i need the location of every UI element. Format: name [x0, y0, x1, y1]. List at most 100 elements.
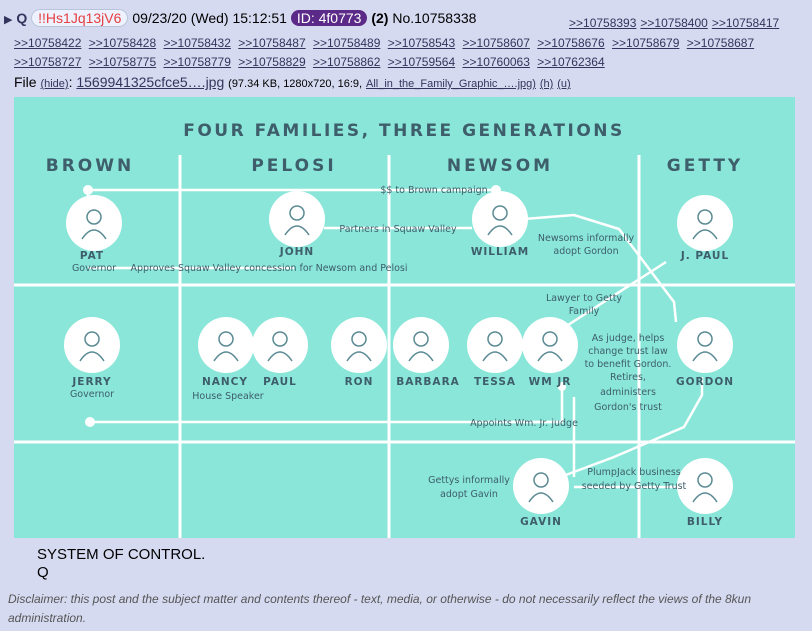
reply-links: >>10758393>>10758400>>10758417 >>1075842… [14, 14, 810, 73]
reply-link[interactable]: >>10758862 [313, 55, 381, 69]
avatar-pat [66, 195, 122, 251]
note-lawyer-1: Lawyer to Getty [546, 293, 622, 304]
family-graphic: FOUR FAMILIES, THREE GENERATIONS BROWN P… [14, 121, 795, 538]
reply-link[interactable]: >>10758422 [14, 35, 82, 50]
person-names: PAT JOHN WILLIAM J. PAUL JERRY NANCY PAU… [71, 246, 734, 528]
reply-link[interactable]: >>10758417 [711, 16, 780, 30]
reply-link[interactable]: >>10762364 [537, 55, 605, 69]
grid-lines [14, 155, 795, 538]
person-name-pat: PAT [80, 250, 104, 262]
reply-link[interactable]: >>10758400 [640, 16, 708, 30]
graphic-title: FOUR FAMILIES, THREE GENERATIONS [183, 121, 625, 141]
h-link[interactable]: (h) [539, 78, 554, 90]
message-signature: Q [37, 564, 49, 581]
person-name-ron: RON [345, 376, 374, 388]
person-name-billy: BILLY [687, 516, 723, 528]
reply-link[interactable]: >>10760063 [462, 55, 530, 69]
id-post-count: (2) [371, 10, 389, 26]
note-adopt-gavin-2: adopt Gavin [440, 489, 498, 500]
file-label: File [14, 74, 37, 90]
reply-link[interactable]: >>10758679 [612, 35, 680, 50]
avatar-j-paul [677, 195, 733, 251]
message-line-1: SYSTEM OF CONTROL. [37, 546, 206, 563]
hide-file-link[interactable]: (hide) [40, 78, 69, 90]
note-brown-campaign: $$ to Brown campaign [380, 185, 487, 196]
avatar-jerry [64, 317, 120, 373]
note-lawyer-2: Family [569, 306, 600, 317]
avatar-john [269, 191, 325, 247]
reply-link[interactable]: >>10758489 [313, 35, 381, 50]
file-info-bar: File (hide): 1569941325cfce5….jpg (97.34… [14, 74, 571, 90]
note-judge-3: to benefit Gordon. [585, 359, 672, 370]
role-nancy: House Speaker [192, 391, 264, 402]
note-judge-2: change trust law [588, 346, 668, 357]
family-headers: BROWN PELOSI NEWSOM GETTY [46, 156, 743, 176]
note-judge-1: As judge, helps [592, 333, 665, 344]
note-judge-4: Retires, [610, 372, 646, 383]
tripcode: !!Hs1Jq13jV6 [31, 9, 129, 27]
person-name-j-paul: J. PAUL [680, 250, 729, 262]
reply-link[interactable]: >>10758779 [163, 55, 231, 69]
reply-link[interactable]: >>10758727 [14, 55, 82, 69]
file-details: (97.34 KB, 1280x720, 16:9, [228, 78, 363, 90]
note-adopt-gavin-1: Gettys informally [428, 475, 510, 486]
note-adopt-gordon-1: Newsoms informally [538, 233, 635, 244]
poster-name: Q [16, 10, 28, 26]
file-name-link[interactable]: 1569941325cfce5….jpg [76, 74, 225, 90]
avatar-wm-jr [522, 317, 578, 373]
person-name-nancy: NANCY [202, 376, 248, 388]
avatar-billy [677, 458, 733, 514]
person-avatars [64, 191, 733, 514]
disclaimer: Disclaimer: this post and the subject ma… [8, 592, 752, 625]
role-pat: Governor [72, 263, 116, 274]
relationship-lines [86, 188, 704, 489]
person-name-william: WILLIAM [471, 246, 529, 258]
avatar-gordon [677, 317, 733, 373]
u-link[interactable]: (u) [557, 78, 571, 90]
reply-link[interactable]: >>10758432 [163, 35, 231, 50]
reply-link[interactable]: >>10758428 [88, 35, 157, 50]
note-judge-6: Gordon's trust [594, 402, 662, 413]
attached-image[interactable]: FOUR FAMILIES, THREE GENERATIONS BROWN P… [14, 97, 795, 538]
reply-link[interactable]: >>10758607 [462, 35, 530, 50]
post-date: 09/23/20 (Wed) 15:12:51 [132, 10, 287, 26]
reply-link[interactable]: >>10758775 [88, 55, 157, 69]
note-approves: Approves Squaw Valley concession for New… [130, 263, 407, 274]
person-name-john: JOHN [279, 246, 314, 258]
reply-link[interactable]: >>10758687 [686, 35, 755, 50]
annotations: Governor Governor House Speaker $$ to Br… [70, 185, 687, 500]
person-name-gordon: GORDON [676, 376, 734, 388]
post-menu-arrow-icon[interactable]: ▶ [4, 14, 13, 26]
post-header: ▶ Q !!Hs1Jq13jV6 09/23/20 (Wed) 15:12:51… [4, 8, 808, 30]
family-getty: GETTY [667, 156, 743, 176]
avatar-paul [252, 317, 308, 373]
post-message: SYSTEM OF CONTROL. Q [37, 546, 205, 582]
family-pelosi: PELOSI [251, 156, 336, 176]
reply-link[interactable]: >>10759564 [387, 55, 456, 69]
reply-link[interactable]: >>10758829 [238, 55, 306, 69]
avatar-william [472, 191, 528, 247]
person-name-gavin: GAVIN [520, 516, 562, 528]
family-newsom: NEWSOM [447, 156, 553, 176]
note-squaw-partners: Partners in Squaw Valley [339, 224, 457, 235]
avatar-ron [331, 317, 387, 373]
reply-link[interactable]: >>10758487 [238, 35, 306, 50]
avatar-barbara [393, 317, 449, 373]
role-jerry: Governor [70, 389, 114, 400]
poster-id-badge[interactable]: ID: 4f0773 [290, 10, 368, 26]
note-plumpjack-1: PlumpJack business [587, 467, 680, 478]
note-plumpjack-2: seeded by Getty Trust [582, 481, 687, 492]
post-number[interactable]: No.10758338 [392, 10, 477, 26]
avatar-tessa [467, 317, 523, 373]
person-name-paul: PAUL [263, 376, 297, 388]
person-name-jerry: JERRY [71, 376, 111, 388]
reply-link[interactable]: >>10758676 [537, 35, 605, 50]
original-file-name-link[interactable]: All_in_the_Family_Graphic_….jpg) [365, 78, 536, 90]
note-judge-5: administers [600, 387, 656, 398]
reply-link[interactable]: >>10758393 [569, 16, 637, 30]
family-brown: BROWN [46, 156, 134, 176]
person-name-barbara: BARBARA [396, 376, 460, 388]
reply-link[interactable]: >>10758543 [387, 35, 456, 50]
avatar-nancy [198, 317, 254, 373]
